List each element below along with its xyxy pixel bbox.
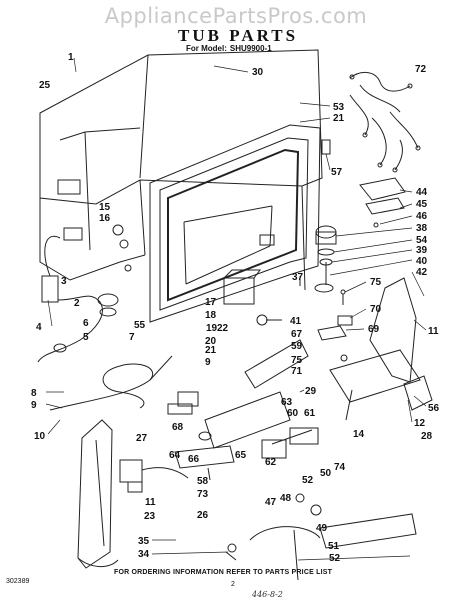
callout-29: 29 bbox=[305, 386, 317, 397]
callout-14: 14 bbox=[353, 429, 365, 440]
lower-valve bbox=[119, 459, 189, 493]
callout-20: 20 bbox=[205, 336, 217, 347]
handwritten-note: 446-8-2 bbox=[252, 590, 283, 599]
center-lower-parts bbox=[167, 269, 319, 481]
callout-27: 27 bbox=[136, 433, 148, 444]
callout-9: 9 bbox=[31, 400, 37, 411]
callout-53: 53 bbox=[333, 102, 345, 113]
model-number: SHU9900-1 bbox=[229, 44, 272, 53]
callout-56: 56 bbox=[428, 403, 440, 414]
callout-42: 42 bbox=[416, 267, 428, 278]
callout-41: 41 bbox=[290, 316, 302, 327]
callout-65: 65 bbox=[235, 450, 247, 461]
callout-1: 1 bbox=[68, 52, 74, 63]
watermark-text: AppliancePartsPros.com bbox=[104, 4, 368, 28]
callout-54: 54 bbox=[416, 235, 428, 246]
callout-22: 22 bbox=[217, 323, 229, 334]
model-prefix: For Model: bbox=[186, 44, 227, 53]
callout-8: 8 bbox=[31, 388, 37, 399]
callout-37: 37 bbox=[292, 272, 304, 283]
door-frame bbox=[149, 124, 321, 323]
callout-70: 70 bbox=[370, 304, 382, 315]
callout-60: 60 bbox=[287, 408, 299, 419]
callout-46: 46 bbox=[416, 211, 428, 222]
callout-7: 7 bbox=[129, 332, 135, 343]
model-line: For Model:SHU9900-1 bbox=[186, 44, 275, 53]
wiring-harness bbox=[349, 72, 421, 173]
callout-21: 21 bbox=[333, 113, 345, 124]
callout-12: 12 bbox=[414, 418, 426, 429]
callout-19: 19 bbox=[206, 323, 218, 334]
leader-lines bbox=[45, 57, 427, 561]
callout-47: 47 bbox=[265, 497, 277, 508]
callout-44: 44 bbox=[416, 187, 428, 198]
callout-23: 23 bbox=[144, 511, 156, 522]
callout-45: 45 bbox=[416, 199, 428, 210]
callout-74: 74 bbox=[334, 462, 346, 473]
callout-35: 35 bbox=[138, 536, 150, 547]
callout-21: 21 bbox=[205, 345, 217, 356]
callout-6: 6 bbox=[83, 318, 89, 329]
ordering-note: FOR ORDERING INFORMATION REFER TO PARTS … bbox=[114, 569, 333, 576]
right-bracket bbox=[329, 277, 433, 421]
callout-62: 62 bbox=[265, 457, 277, 468]
callout-40: 40 bbox=[416, 256, 428, 267]
callout-17: 17 bbox=[205, 297, 217, 308]
page-number: 2 bbox=[231, 581, 235, 588]
callout-51: 51 bbox=[328, 541, 340, 552]
callout-75: 75 bbox=[370, 277, 382, 288]
callout-49: 49 bbox=[316, 523, 328, 534]
lower-rack bbox=[225, 493, 417, 581]
callout-4: 4 bbox=[36, 322, 42, 333]
callout-63: 63 bbox=[281, 397, 293, 408]
callout-72: 72 bbox=[415, 64, 427, 75]
fill-hose bbox=[49, 355, 173, 411]
callout-11: 11 bbox=[428, 326, 439, 337]
callout-34: 34 bbox=[138, 549, 150, 560]
tub-outline bbox=[39, 49, 323, 291]
callout-58: 58 bbox=[197, 476, 209, 487]
left-bracket bbox=[77, 419, 119, 569]
callout-11: 11 bbox=[145, 497, 156, 508]
callout-18: 18 bbox=[205, 310, 217, 321]
callout-30: 30 bbox=[252, 67, 264, 78]
document-code: 302389 bbox=[6, 578, 30, 585]
callout-67: 67 bbox=[291, 329, 303, 340]
callout-59: 59 bbox=[291, 341, 303, 352]
callout-68: 68 bbox=[172, 422, 184, 433]
callout-69: 69 bbox=[368, 324, 380, 335]
callout-71: 71 bbox=[291, 366, 303, 377]
callout-50: 50 bbox=[320, 468, 332, 479]
callout-5: 5 bbox=[83, 332, 89, 343]
callout-48: 48 bbox=[280, 493, 292, 504]
callout-52: 52 bbox=[329, 553, 341, 564]
callout-55: 55 bbox=[134, 320, 146, 331]
callout-25: 25 bbox=[39, 80, 51, 91]
callout-28: 28 bbox=[421, 431, 433, 442]
callout-39: 39 bbox=[416, 245, 428, 256]
callout-75: 75 bbox=[291, 355, 303, 366]
callout-57: 57 bbox=[331, 167, 343, 178]
callout-52: 52 bbox=[302, 475, 314, 486]
callout-26: 26 bbox=[197, 510, 209, 521]
callout-9: 9 bbox=[205, 357, 211, 368]
callout-64: 64 bbox=[169, 450, 181, 461]
callout-61: 61 bbox=[304, 408, 316, 419]
callout-15: 15 bbox=[99, 202, 111, 213]
callout-2: 2 bbox=[74, 298, 80, 309]
callout-38: 38 bbox=[416, 223, 428, 234]
left-assembly bbox=[37, 224, 132, 363]
callout-66: 66 bbox=[188, 454, 200, 465]
callout-10: 10 bbox=[34, 431, 46, 442]
callout-16: 16 bbox=[99, 213, 111, 224]
right-parts bbox=[299, 139, 406, 362]
page-title: TUB PARTS bbox=[178, 26, 299, 45]
callout-3: 3 bbox=[61, 276, 67, 287]
callout-73: 73 bbox=[197, 489, 209, 500]
